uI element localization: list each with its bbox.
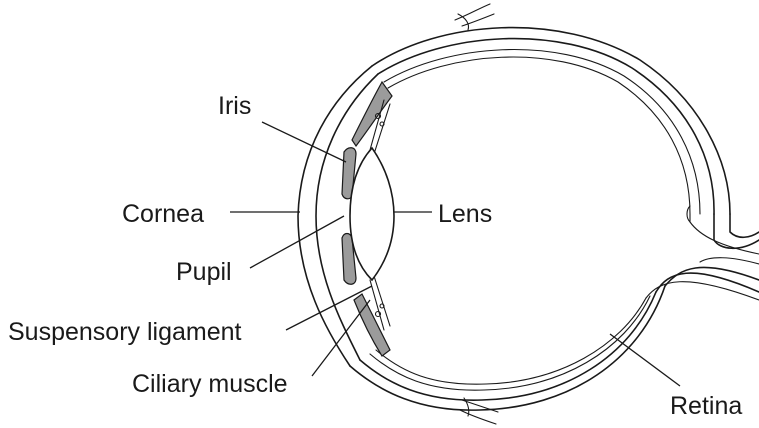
ciliary-body-lower: [354, 294, 390, 356]
label-suspensory-ligament: Suspensory ligament: [8, 318, 242, 346]
label-retina: Retina: [670, 392, 742, 420]
lens: [350, 148, 394, 280]
leader-pupil: [250, 216, 344, 268]
label-ciliary-muscle: Ciliary muscle: [132, 370, 288, 398]
leader-lines: [230, 122, 680, 386]
eyeball-walls: [350, 28, 730, 411]
label-pupil: Pupil: [176, 258, 232, 286]
retina-line: [376, 57, 690, 384]
label-cornea: Cornea: [122, 200, 204, 228]
leader-ciliary: [312, 300, 370, 376]
label-iris: Iris: [218, 92, 251, 120]
sclera-outer: [350, 28, 730, 411]
sclera-inner: [360, 39, 714, 401]
ciliary-body-upper: [352, 82, 392, 146]
leader-iris: [262, 122, 346, 162]
choroid-line: [370, 50, 700, 391]
optic-nerve: [646, 214, 759, 300]
leader-retina: [610, 334, 680, 386]
label-lens: Lens: [438, 200, 492, 228]
